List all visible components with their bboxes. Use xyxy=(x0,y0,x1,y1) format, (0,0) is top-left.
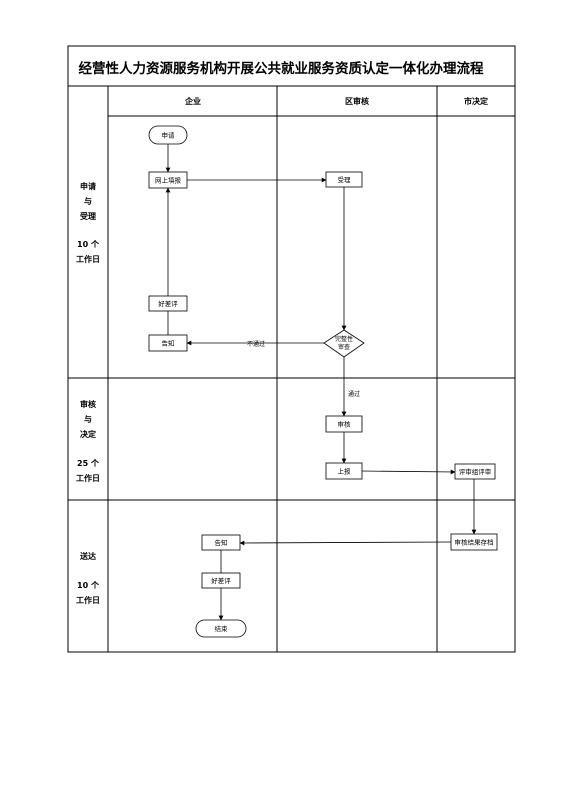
node-online-fill xyxy=(148,171,188,189)
lane-apply-line1: 申请 xyxy=(80,181,96,191)
lane-deliver-line1: 送达 xyxy=(79,551,96,561)
lane-apply-line2: 与 xyxy=(84,196,92,206)
node-rating2-label: 好差评 xyxy=(211,576,231,585)
outer-frame xyxy=(67,45,516,653)
node-apply-label: 申请 xyxy=(162,131,176,140)
lane-deliver-days: 10 个 xyxy=(77,580,100,590)
lane-label-apply: 申请 与 受理 10 个 工作日 xyxy=(76,181,100,264)
nodes xyxy=(148,125,498,638)
node-notify2-label: 告知 xyxy=(215,538,228,547)
lane-review-line1: 审核 xyxy=(80,399,96,409)
node-decision-label-1: 完整性 xyxy=(335,335,353,343)
node-labels: 申请 网上填报 受理 好差评 告知 完整性 审查 审核 上报 评审组评审 审核结… xyxy=(155,131,494,634)
column-header-district: 区审核 xyxy=(345,96,369,106)
node-accept xyxy=(325,171,363,188)
lane-label-deliver: 送达 10 个 工作日 xyxy=(76,551,100,605)
column-header-city: 市决定 xyxy=(464,96,488,106)
node-archive-label: 审核结果存档 xyxy=(455,538,494,547)
node-end-label: 结束 xyxy=(215,624,229,633)
connectors xyxy=(165,144,477,621)
node-expert-review-label: 评审组评审 xyxy=(459,467,492,476)
node-audit-label: 审核 xyxy=(338,420,352,429)
lane-label-review: 审核 与 决定 25 个 工作日 xyxy=(76,399,100,483)
node-rating2 xyxy=(201,572,241,589)
lane-review-line3: 决定 xyxy=(80,429,96,439)
edge-archive-to-notify xyxy=(239,540,452,546)
lane-review-line2: 与 xyxy=(84,414,92,424)
edge-label-fail: 不通过 xyxy=(247,340,265,348)
node-notify1-label: 告知 xyxy=(162,339,175,348)
lane-apply-days: 10 个 xyxy=(77,239,100,249)
node-rating1 xyxy=(148,295,188,312)
node-report xyxy=(325,462,363,480)
lane-review-unit: 工作日 xyxy=(76,473,100,483)
lane-deliver-unit: 工作日 xyxy=(76,595,100,605)
node-apply xyxy=(148,125,188,145)
node-audit xyxy=(325,415,363,433)
lane-apply-unit: 工作日 xyxy=(76,254,100,264)
lane-apply-line3: 受理 xyxy=(80,211,96,221)
node-report-label: 上报 xyxy=(338,467,352,476)
node-decision-label-2: 审查 xyxy=(338,343,350,351)
edge-report-to-expert xyxy=(361,469,456,475)
edge-label-pass: 通过 xyxy=(348,390,360,398)
node-notify1 xyxy=(148,334,188,352)
node-expert-review xyxy=(454,463,496,480)
grid xyxy=(67,45,516,653)
node-end xyxy=(195,619,247,638)
node-decision xyxy=(323,329,365,358)
node-accept-label: 受理 xyxy=(338,175,352,184)
lane-review-days: 25 个 xyxy=(77,458,100,468)
column-header-enterprise: 企业 xyxy=(184,96,201,106)
node-notify2 xyxy=(201,534,241,551)
node-online-fill-label: 网上填报 xyxy=(155,176,182,185)
node-rating1-label: 好差评 xyxy=(158,299,178,308)
node-archive xyxy=(450,533,498,551)
page-title: 经营性人力资源服务机构开展公共就业服务资质认定一体化办理流程 xyxy=(79,60,484,77)
